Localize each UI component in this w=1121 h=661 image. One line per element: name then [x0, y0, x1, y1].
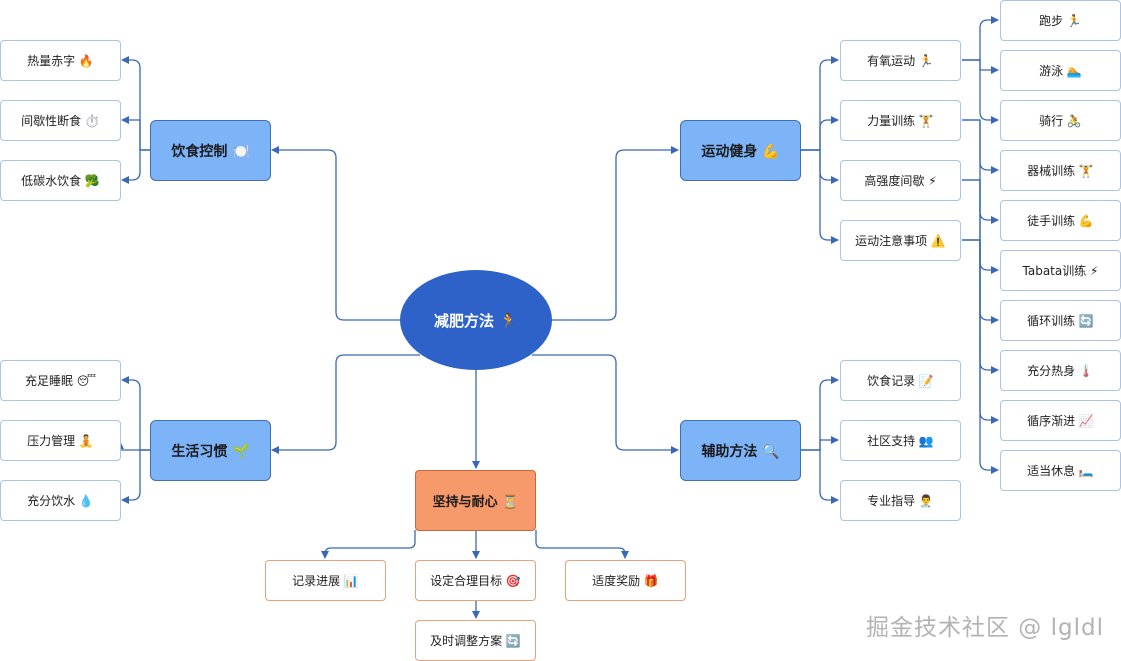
persist-item[interactable]: 适度奖励 🎁 — [565, 560, 686, 601]
edge-center-support — [532, 354, 679, 454]
persist-item[interactable]: 及时调整方案 🔄 — [415, 620, 536, 661]
edge-life-3 — [121, 449, 150, 504]
edge-diet-2 — [121, 116, 150, 151]
edge-ex-1 — [800, 56, 839, 151]
branch-support[interactable]: 辅助方法 🔍 — [680, 420, 801, 481]
exercise-sub-item[interactable]: 充分热身 🌡️ — [1000, 350, 1121, 391]
exercise-sub-item[interactable]: 骑行 🚴 — [1000, 100, 1121, 141]
edge-per-1 — [321, 530, 416, 559]
edge-center-diet — [271, 146, 400, 321]
diet-item[interactable]: 热量赤字 🔥 — [0, 40, 121, 81]
lifestyle-item[interactable]: 压力管理 🧘 — [0, 420, 121, 461]
support-item[interactable]: 专业指导 👨‍⚕️ — [840, 480, 961, 521]
edge-aer-3 — [962, 59, 999, 124]
diet-item[interactable]: 低碳水饮食 🥦 — [0, 160, 121, 201]
exercise-item[interactable]: 力量训练 🏋️ — [840, 100, 961, 141]
edge-sup-3 — [800, 449, 839, 504]
exercise-item[interactable]: 有氧运动 🏃 — [840, 40, 961, 81]
edge-ex-4 — [800, 149, 839, 244]
edge-life-1 — [121, 376, 150, 451]
edge-ex-3 — [800, 149, 839, 184]
exercise-sub-item[interactable]: 循环训练 🔄 — [1000, 300, 1121, 341]
persist-item[interactable]: 设定合理目标 🎯 — [415, 560, 536, 601]
branch-exercise[interactable]: 运动健身 💪 — [680, 120, 801, 181]
watermark: 掘金技术社区 @ lgldl — [866, 615, 1104, 641]
branch-lifestyle[interactable]: 生活习惯 🌱 — [150, 420, 271, 481]
lifestyle-item[interactable]: 充足睡眠 😴 — [0, 360, 121, 401]
exercise-sub-item[interactable]: 游泳 🏊 — [1000, 50, 1121, 91]
exercise-sub-item[interactable]: 跑步 🏃 — [1000, 0, 1121, 41]
support-item[interactable]: 饮食记录 📝 — [840, 360, 961, 401]
edge-center-lifestyle — [271, 354, 420, 454]
edge-per-3 — [535, 530, 629, 559]
center-node[interactable]: 减肥方法 🏃 — [400, 270, 552, 370]
diet-item[interactable]: 间歇性断食 ⏱️ — [0, 100, 121, 141]
branch-diet[interactable]: 饮食控制 🍽️ — [150, 120, 271, 181]
exercise-sub-item[interactable]: Tabata训练 ⚡ — [1000, 250, 1121, 291]
edge-sup-1 — [800, 376, 839, 451]
branch-persist[interactable]: 坚持与耐心 ⏳ — [415, 470, 536, 531]
edge-cau-3 — [962, 239, 999, 474]
exercise-item[interactable]: 运动注意事项 ⚠️ — [840, 220, 961, 261]
edge-life-2 — [116, 441, 150, 451]
edge-diet-1 — [121, 56, 150, 151]
edge-aer-1 — [962, 16, 999, 61]
edge-sup-2 — [800, 436, 839, 451]
support-item[interactable]: 社区支持 👥 — [840, 420, 961, 461]
exercise-item[interactable]: 高强度间歇 ⚡ — [840, 160, 961, 201]
exercise-sub-item[interactable]: 器械训练 🏋️ — [1000, 150, 1121, 191]
edge-center-exercise — [552, 146, 679, 321]
edge-diet-3 — [121, 149, 150, 184]
persist-item[interactable]: 记录进展 📊 — [265, 560, 386, 601]
edge-ex-2 — [800, 116, 839, 151]
exercise-sub-item[interactable]: 徒手训练 💪 — [1000, 200, 1121, 241]
lifestyle-item[interactable]: 充分饮水 💧 — [0, 480, 121, 521]
exercise-sub-item[interactable]: 循序渐进 📈 — [1000, 400, 1121, 441]
exercise-sub-item[interactable]: 适当休息 🛏️ — [1000, 450, 1121, 491]
